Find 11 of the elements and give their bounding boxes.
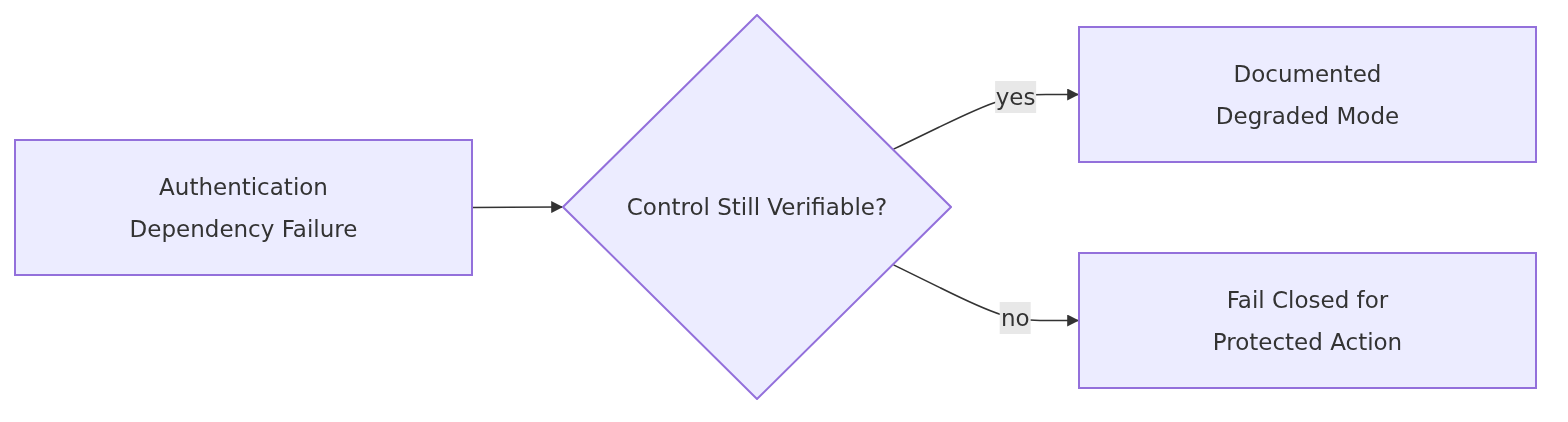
node-label: Fail Closed for Protected Action [1211,285,1404,357]
arrow [472,201,564,214]
node-label: Documented Degraded Mode [1214,59,1401,131]
process-box [1078,252,1537,389]
node-label: Authentication Dependency Failure [128,172,359,244]
decision-diamond [562,14,952,400]
process-box [1078,26,1537,163]
edge-label: yes [994,80,1037,113]
edge-label: no [1000,302,1031,335]
process-box [14,139,473,276]
node-label: Control Still Verifiable? [625,193,889,222]
